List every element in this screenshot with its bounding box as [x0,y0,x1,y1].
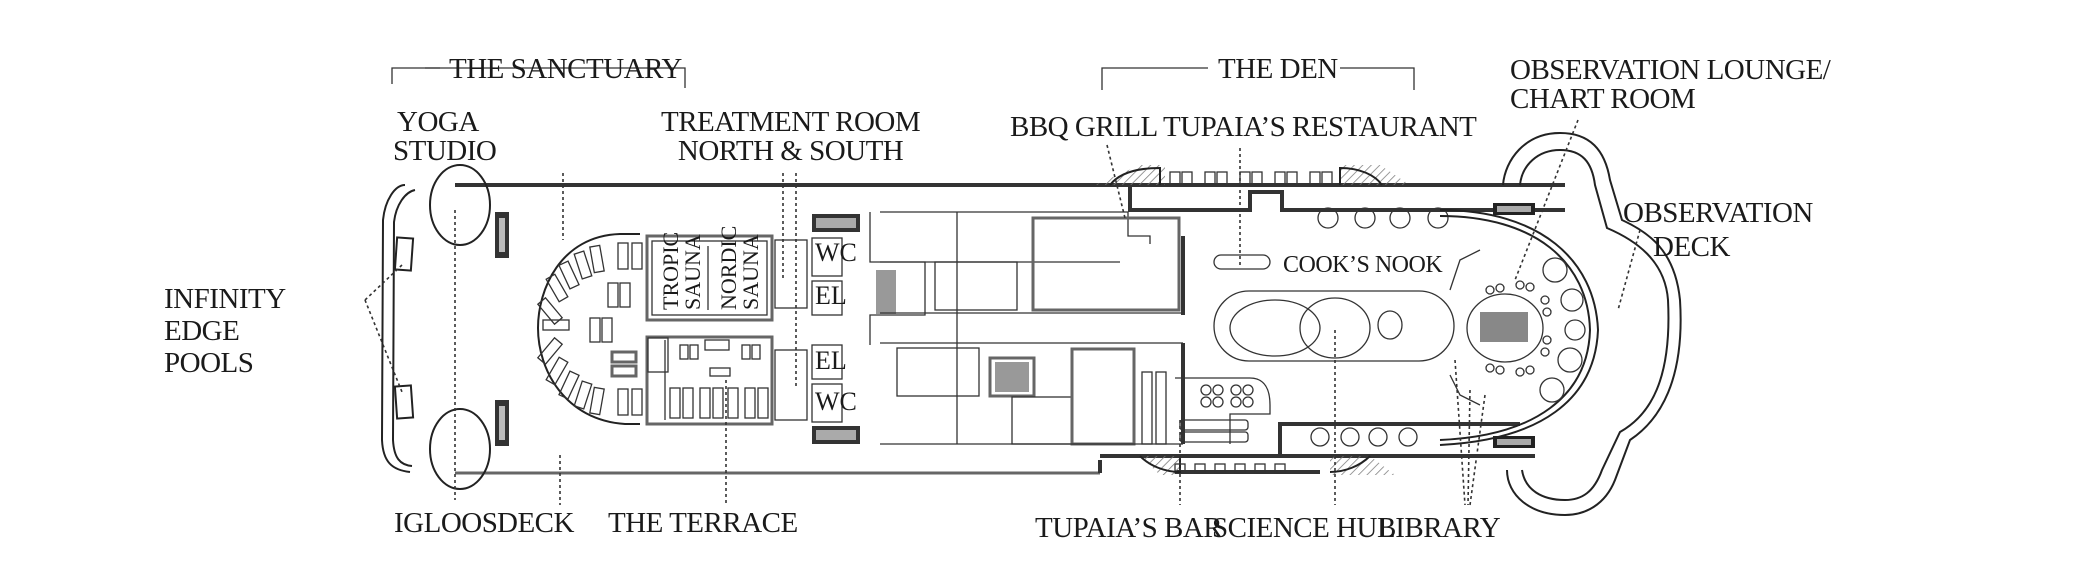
label-cooks-nook: COOK’S NOOK [1283,252,1443,278]
group-title-sanctuary: THE SANCTUARY [449,53,682,85]
label-obs-deck-line1: OBSERVATION [1623,197,1813,229]
label-nordic-line2: SAUNA [738,234,763,310]
label-nordic-sauna: NORDIC SAUNA [716,225,763,310]
label-obs-lounge-line1: OBSERVATION LOUNGE/ [1510,54,1831,86]
observation-lounge [1439,209,1600,446]
label-treatment-line1: TREATMENT ROOM [661,106,921,138]
label-obs-lounge-line2: CHART ROOM [1510,83,1696,115]
treatment-rooms [774,239,808,421]
label-observation-lounge: OBSERVATION LOUNGE/ CHART ROOM [1510,54,1831,115]
label-infinity-line1: INFINITY [164,283,286,315]
label-yoga-line2: STUDIO [393,135,497,167]
sanctuary-bracket [391,67,686,88]
label-tupaias-restaurant: TUPAIA’S RESTAURANT [1163,111,1477,143]
label-el-top: EL [815,281,847,310]
leader-lines [364,119,1641,506]
label-treatment-room: TREATMENT ROOM NORTH & SOUTH [661,106,921,167]
igloo-bottom [429,408,491,490]
label-nordic-line1: NORDIC [716,225,741,310]
sanctuary-block [536,233,643,425]
lifeboat-left-top [495,212,509,258]
label-tropic-sauna: TROPIC SAUNA [658,231,705,310]
sauna-box [645,234,774,322]
terrace-box [645,335,774,426]
label-infinity-line3: POOLS [164,347,254,379]
label-yoga-line1: YOGA [397,106,479,138]
igloo-top [429,164,491,246]
label-el-bottom: EL [815,346,847,375]
label-the-terrace: THE TERRACE [608,507,798,539]
observation-deck-outline [1502,131,1682,517]
infinity-pools [393,236,415,420]
label-wc-top: WC [815,238,857,267]
label-infinity-edge-pools: INFINITY EDGE POOLS [164,283,286,379]
label-wc-bottom: WC [815,387,857,416]
label-bbq-grill: BBQ GRILL [1010,111,1158,143]
bar-area [1139,377,1535,475]
den-bracket [1101,67,1415,90]
label-tropic-line1: TROPIC [658,231,683,310]
label-yoga-studio: YOGA STUDIO [393,106,497,167]
lifeboat-left-bottom [495,400,509,446]
label-tropic-line2: SAUNA [680,234,705,310]
group-title-den: THE DEN [1218,53,1338,85]
round-tables-top [1317,207,1449,229]
label-infinity-line2: EDGE [164,315,240,347]
label-library: LIBRARY [1378,512,1501,544]
science-hub-area [1213,249,1481,406]
hull-outline [380,183,1565,475]
label-igloos: IGLOOS [394,507,498,539]
label-treatment-line2: NORTH & SOUTH [677,135,904,167]
label-deck: DECK [497,507,574,539]
round-tables-bottom [1310,427,1418,447]
label-tupaias-bar: TUPAIA’S BAR [1035,512,1223,544]
restaurant-band [1095,165,1565,229]
mid-rooms [880,211,1185,446]
label-science-hub: SCIENCE HUB [1212,512,1396,544]
wc-el-core [811,212,926,444]
label-obs-deck-line2: DECK [1653,231,1730,263]
label-observation-deck: OBSERVATION DECK [1623,196,1813,264]
